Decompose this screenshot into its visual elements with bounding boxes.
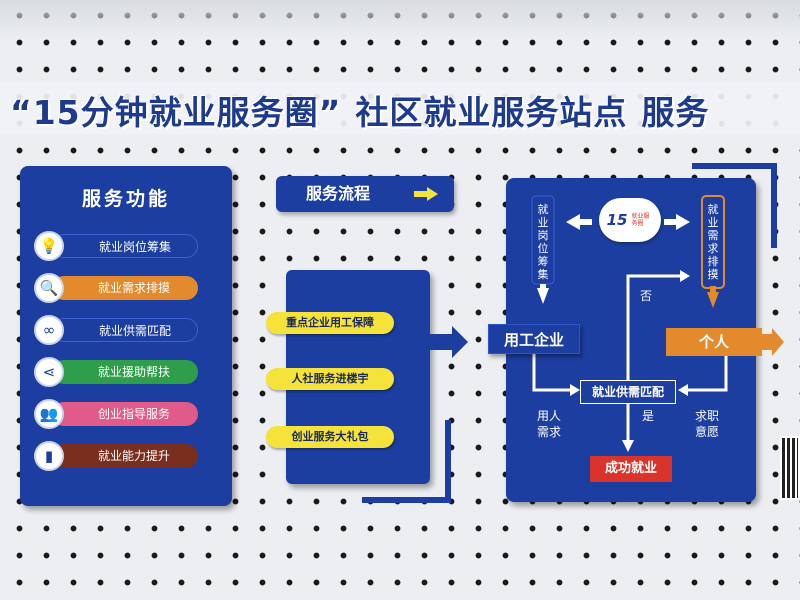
arrow-right-icon: [414, 187, 438, 201]
no-label: 否: [639, 289, 652, 303]
flow-item-3: 创业服务大礼包: [266, 426, 394, 448]
flow-item-1: 重点企业用工保障: [266, 312, 394, 334]
service-circle-logo: 15 就业服务圈: [599, 198, 661, 242]
job-collection-vertical: 就业岗位筹集: [537, 203, 549, 281]
service-functions-heading: 服务功能: [81, 188, 170, 210]
service-function-item: 就业需求排摸: [52, 276, 198, 300]
service-function-item: 就业援助帮扶: [52, 360, 198, 384]
magnifier-icon: 🔍: [34, 273, 64, 303]
logo-right-arrow: [664, 214, 690, 230]
job-intent-label: 求职意愿: [694, 409, 719, 439]
left-down-arrow: [537, 288, 549, 304]
yes-label: 是: [641, 409, 654, 423]
service-function-item: 创业指导服务: [52, 402, 198, 426]
title-part-1: “15分钟就业服务圈”: [10, 93, 342, 132]
supply-demand-match-box: 就业供需匹配: [580, 380, 676, 404]
wall-bracket-mid: [362, 420, 451, 503]
share-icon: ⋖: [34, 357, 64, 387]
service-function-item: 就业岗位筹集: [52, 234, 198, 258]
person-arrow: [762, 328, 784, 356]
service-function-item: 就业能力提升: [52, 444, 198, 468]
title-part-3: 服务: [641, 93, 710, 132]
employer-box: 用工企业: [488, 324, 580, 354]
service-flow-label: 服务流程: [306, 184, 371, 203]
qr-code: [780, 436, 800, 500]
logo-number: 15: [606, 211, 628, 229]
demand-survey-vertical: 就业需求排摸: [707, 203, 719, 281]
flow-item-2: 人社服务进楼宇: [266, 368, 394, 390]
title-part-2: 社区就业服务站点: [355, 93, 628, 132]
top-shadow: [0, 0, 800, 40]
circles-icon: ∞: [34, 315, 64, 345]
title-strip: [0, 82, 800, 134]
successful-employment-box: 成功就业: [590, 456, 672, 482]
logo-text: 就业服务圈: [631, 213, 650, 227]
bar-chart-icon: ▮: [34, 441, 64, 471]
board-title: “15分钟就业服务圈” 社区就业服务站点服务: [10, 86, 723, 134]
flow-arrow-to-employer: [430, 326, 468, 358]
people-icon: 👥: [34, 399, 64, 429]
lightbulb-icon: 💡: [34, 231, 64, 261]
individual-box: 个人: [666, 328, 762, 356]
service-function-item: 就业供需匹配: [52, 318, 198, 342]
wall-bracket-right: [692, 163, 777, 248]
employer-need-label: 用人需求: [536, 409, 561, 439]
right-down-arrow: [707, 292, 719, 308]
logo-left-arrow: [566, 214, 592, 230]
service-flow-header: 服务流程: [276, 176, 454, 212]
